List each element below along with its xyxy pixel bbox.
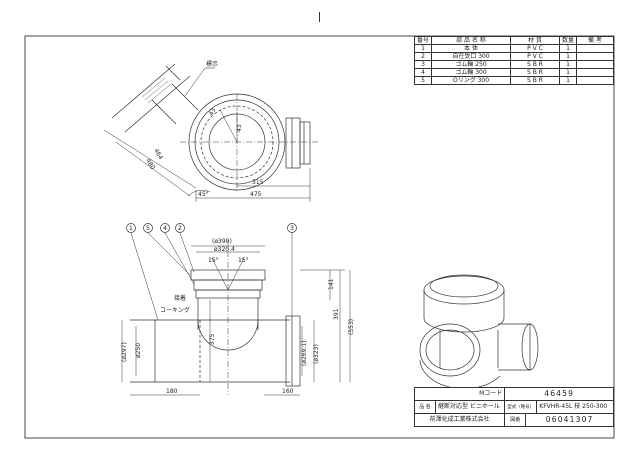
cell-note: [576, 44, 614, 53]
header-qty: 数量: [559, 36, 578, 45]
product-name: 継断対応型 ビニホール: [434, 400, 506, 414]
header-no: 番号: [413, 36, 433, 45]
parts-header-row: 番号 部 品 名 称 材 質 数量 備 考: [413, 36, 614, 45]
cell-no: 5: [413, 76, 433, 85]
cell-material: S B R: [510, 60, 561, 69]
isometric-view: [419, 274, 539, 390]
dim-phi250: ø250: [135, 343, 142, 358]
mcode-label: Mコード: [413, 387, 505, 401]
header-name: 部 品 名 称: [431, 36, 512, 45]
table-row: 5 Oリング 300 S B R 1: [413, 76, 614, 85]
cell-material: S B R: [510, 68, 561, 77]
dim-phi297: (ø297): [121, 342, 128, 362]
dim-464: 464: [152, 148, 164, 162]
center-mark: [319, 12, 320, 22]
cell-no: 1: [413, 44, 433, 53]
cell-no: 2: [413, 52, 433, 61]
name-row: 品 名 継断対応型 ビニホール 型式（略号） KFVHR-45L 枝 250-3…: [414, 400, 614, 414]
drawing-cell: 図番 06041307: [504, 413, 614, 427]
dim-480: 480: [144, 158, 156, 172]
company-row: 前澤化成工業株式会社 図番 06041307: [413, 413, 614, 427]
title-block: Mコード 46459 品 名 継断対応型 ビニホール 型式（略号） KFVHR-…: [413, 387, 614, 427]
header-note: 備 考: [576, 36, 614, 45]
cell-qty: 1: [559, 76, 578, 85]
cell-no: 3: [413, 60, 433, 69]
dim-475: 475: [250, 191, 262, 198]
balloon-2: 2: [178, 225, 182, 232]
company-name: 前澤化成工業株式会社: [413, 413, 506, 427]
cell-name: 自在受口 300: [431, 52, 512, 61]
cell-note: [576, 60, 614, 69]
top-view: [103, 63, 320, 202]
bond-label: 接着: [174, 294, 186, 302]
cell-name: ゴム輪 250: [431, 60, 512, 69]
table-row: 3 ゴム輪 250 S B R 1: [413, 60, 614, 69]
sheet-border: [24, 35, 615, 439]
balloon-1: 1: [129, 225, 133, 232]
cell-name: 本 体: [431, 44, 512, 53]
cell-note: [576, 68, 614, 77]
dim-160: 160: [282, 388, 294, 395]
parts-table: 番号 部 品 名 称 材 質 数量 備 考 1 本 体 P V C 1 2 自在…: [413, 36, 614, 85]
cell-qty: 1: [559, 52, 578, 61]
balloon-3: 3: [290, 225, 294, 232]
front-view: [121, 223, 351, 396]
dim-45-deg: 45°: [198, 191, 209, 198]
header-material: 材 質: [510, 36, 561, 45]
dim-391: 391: [333, 308, 340, 320]
drawing-label: 図番: [505, 414, 527, 426]
dim-phi320: ø320.4: [214, 246, 235, 253]
dim-phi390: (ø390): [212, 238, 232, 245]
cell-material: S B R: [510, 76, 561, 85]
cell-qty: 1: [559, 44, 578, 53]
dim-phi269: (ø269.1): [301, 340, 308, 366]
mcode-value: 46459: [504, 387, 614, 401]
angle-15-left: 15°: [208, 257, 219, 264]
dim-315: 315: [252, 179, 264, 186]
dim-553: (553): [348, 319, 355, 335]
cell-note: [576, 52, 614, 61]
drawing-number: 06041307: [545, 415, 594, 424]
table-row: 2 自在受口 300 P V C 1: [413, 52, 614, 61]
table-row: 4 ゴム輪 300 S B R 1: [413, 68, 614, 77]
model-value: KFVHR-45L 枝 250-300: [539, 403, 608, 410]
cell-name: ゴム輪 300: [431, 68, 512, 77]
balloon-4: 4: [163, 225, 167, 232]
dim-141: 141: [328, 278, 335, 290]
balloon-5: 5: [146, 225, 150, 232]
caulking-label: コーキング: [160, 306, 190, 314]
name-label: 品 名: [414, 400, 436, 414]
cell-qty: 1: [559, 60, 578, 69]
dim-phi323: (ø323): [313, 344, 320, 364]
dim-43-b: 43: [236, 124, 243, 132]
cell-note: [576, 76, 614, 85]
cell-qty: 1: [559, 68, 578, 77]
dim-375: 375: [209, 333, 216, 345]
cell-material: P V C: [510, 44, 561, 53]
model-cell: 型式（略号） KFVHR-45L 枝 250-300: [504, 400, 614, 414]
cell-no: 4: [413, 68, 433, 77]
table-row: 1 本 体 P V C 1: [413, 44, 614, 53]
dim-43-a: 43: [208, 107, 218, 117]
model-label: 型式（略号）: [505, 401, 538, 413]
mcode-row: Mコード 46459: [413, 387, 614, 401]
cell-name: Oリング 300: [431, 76, 512, 85]
dim-180: 180: [166, 388, 178, 395]
cell-material: P V C: [510, 52, 561, 61]
angle-15-right: 15°: [238, 257, 249, 264]
marker-label: 標示: [206, 60, 218, 68]
